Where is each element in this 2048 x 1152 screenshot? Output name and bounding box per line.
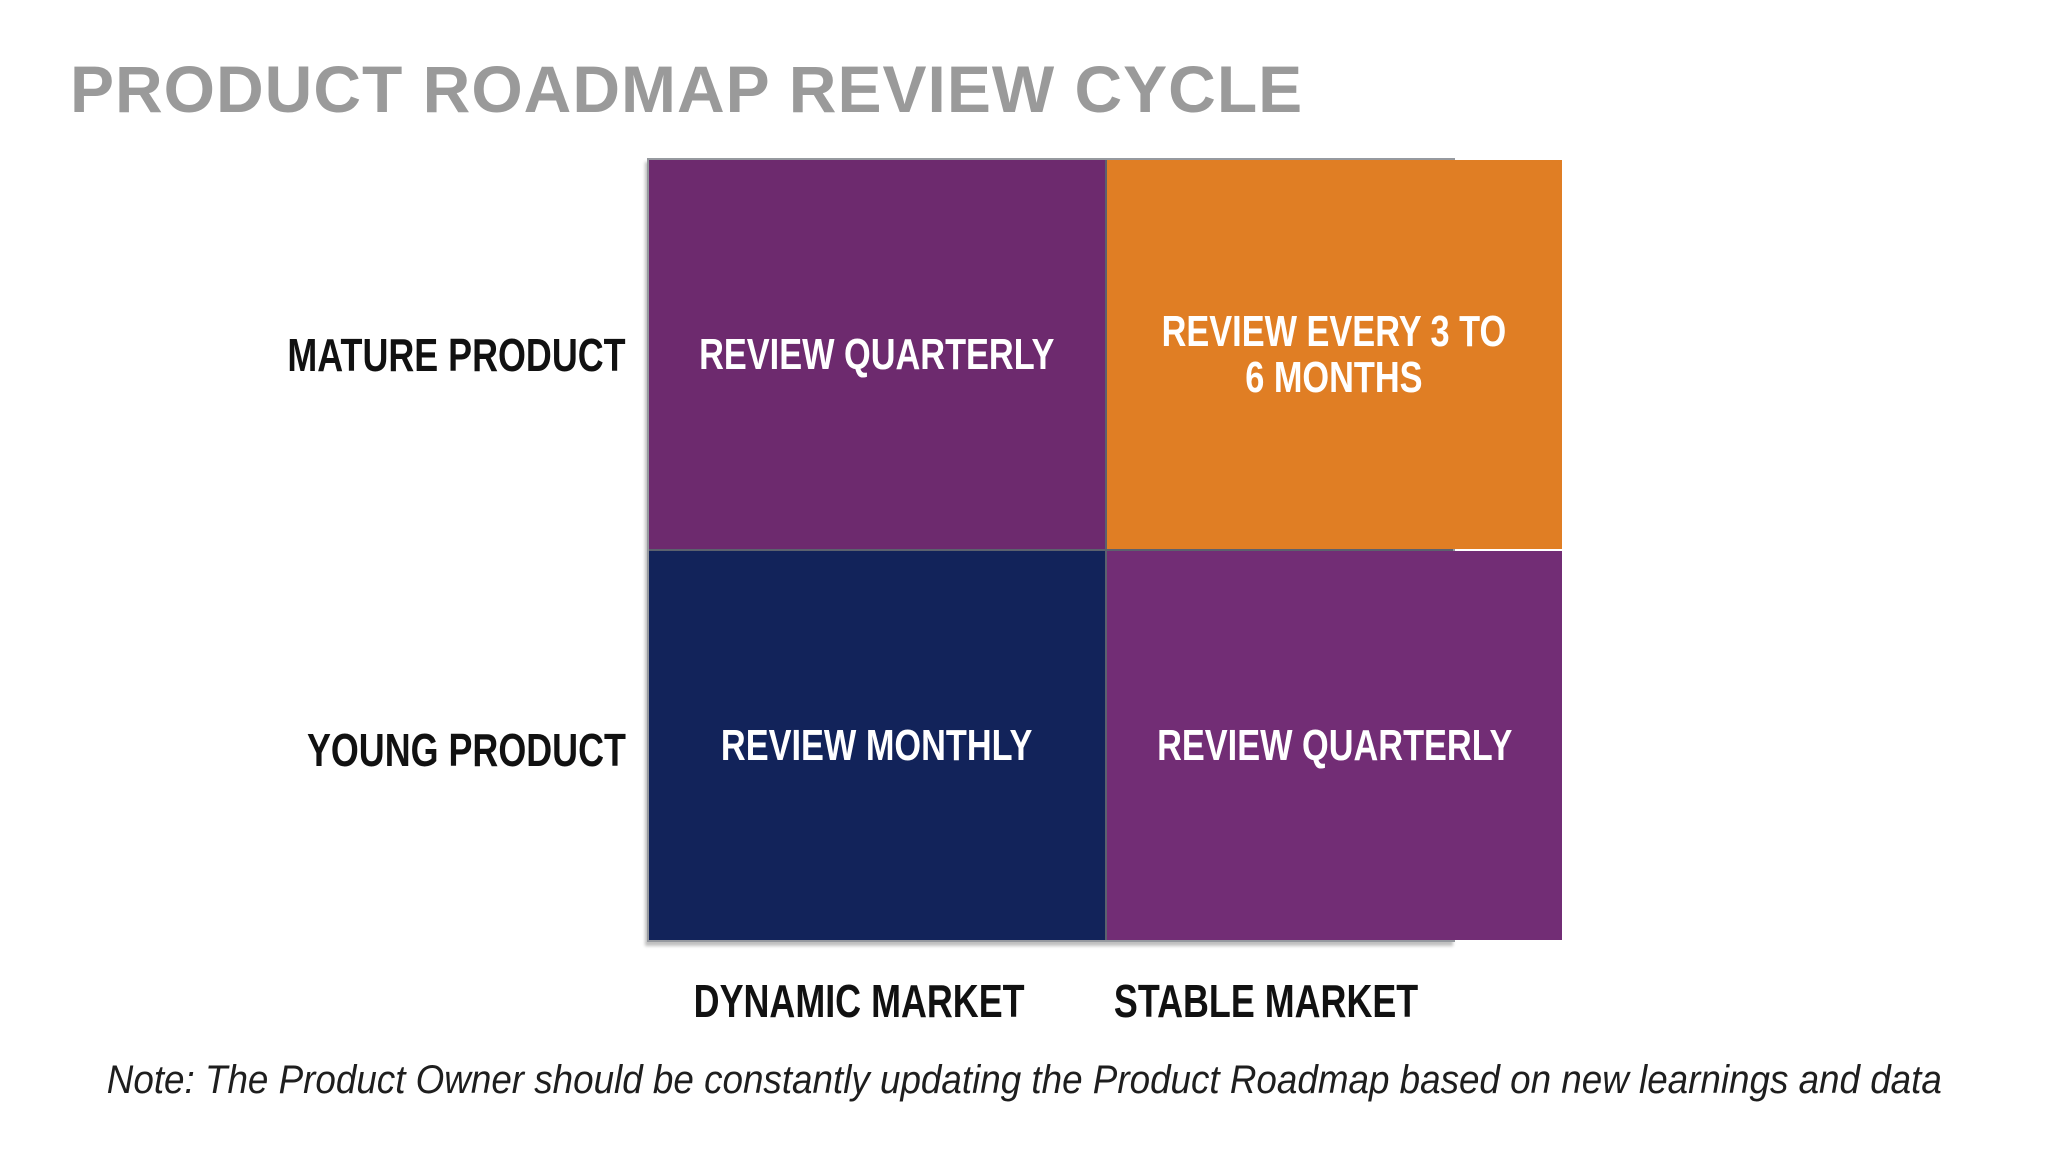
row-label-young-product: YOUNG PRODUCT: [0, 727, 626, 773]
page-title: PRODUCT ROADMAP REVIEW CYCLE: [70, 52, 1304, 126]
quadrant-young-stable: REVIEW QUARTERLY: [1106, 551, 1563, 940]
cell-text-line: 6 MONTHS: [1245, 352, 1423, 402]
quadrant-young-stable-label: REVIEW QUARTERLY: [1107, 720, 1563, 770]
quadrant-mature-stable-label: REVIEW EVERY 3 TO 6 MONTHS: [1113, 306, 1555, 402]
footnote-text: Note: The Product Owner should be consta…: [106, 1058, 1942, 1102]
column-label-dynamic-market: DYNAMIC MARKET: [647, 978, 1071, 1024]
column-label-stable-market: STABLE MARKET: [1071, 978, 1461, 1024]
quadrant-young-dynamic: REVIEW MONTHLY: [649, 551, 1105, 940]
quadrant-mature-stable: REVIEW EVERY 3 TO 6 MONTHS: [1106, 160, 1563, 549]
cell-text-line: REVIEW EVERY 3 TO: [1162, 306, 1507, 356]
cell-text-line: REVIEW QUARTERLY: [699, 329, 1055, 379]
row-label-mature-product-text: MATURE PRODUCT: [287, 329, 626, 381]
quadrant-mature-dynamic: REVIEW QUARTERLY: [649, 160, 1105, 549]
review-cycle-matrix: REVIEW QUARTERLY REVIEW EVERY 3 TO 6 MON…: [647, 158, 1563, 942]
row-label-young-product-text: YOUNG PRODUCT: [307, 724, 626, 776]
column-labels-row: DYNAMIC MARKET STABLE MARKET: [647, 978, 1455, 1024]
row-label-mature-product: MATURE PRODUCT: [0, 332, 626, 378]
quadrant-young-dynamic-label: REVIEW MONTHLY: [677, 720, 1076, 770]
cell-text-line: REVIEW MONTHLY: [721, 720, 1033, 770]
footnote: Note: The Product Owner should be consta…: [0, 1060, 2048, 1100]
quadrant-mature-dynamic-label: REVIEW QUARTERLY: [649, 329, 1105, 379]
column-label-stable-market-text: STABLE MARKET: [1114, 975, 1419, 1027]
cell-text-line: REVIEW QUARTERLY: [1156, 720, 1512, 770]
column-label-dynamic-market-text: DYNAMIC MARKET: [693, 975, 1025, 1027]
